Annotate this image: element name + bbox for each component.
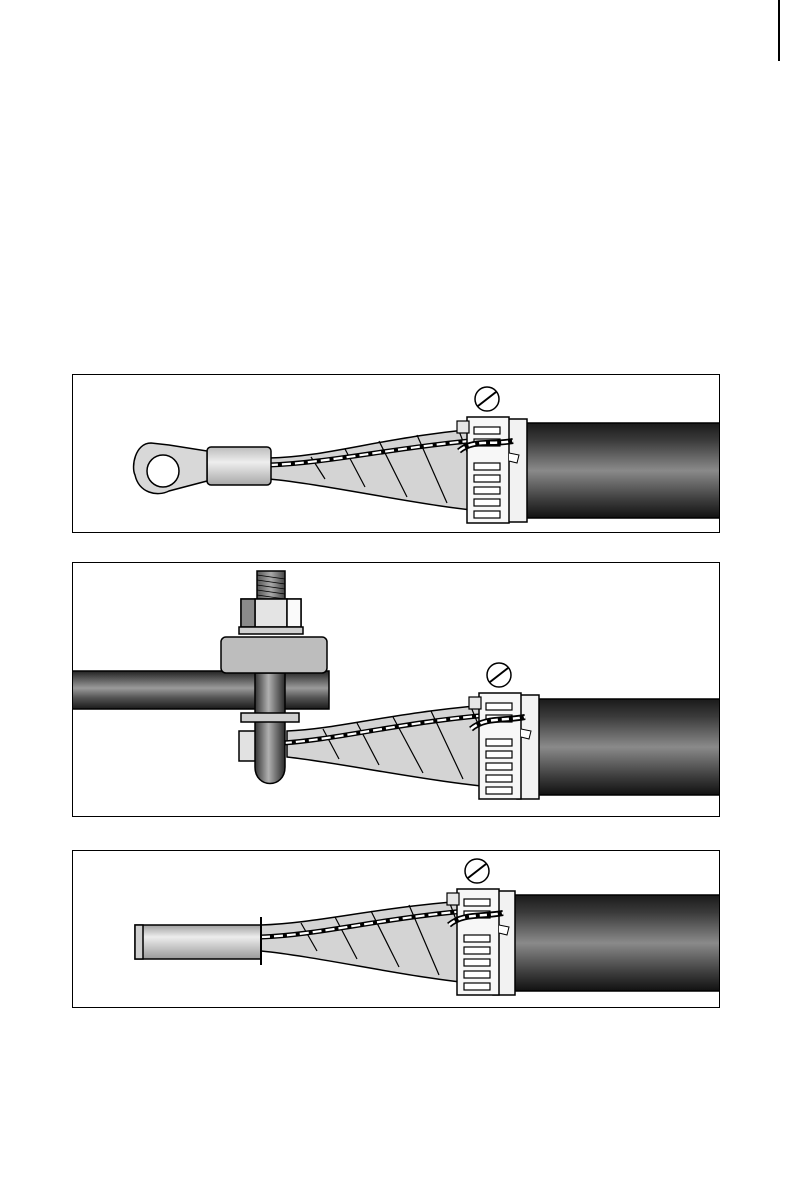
page-edge-mark xyxy=(778,0,780,61)
clamp-block xyxy=(221,637,327,673)
lug-barrel xyxy=(207,447,271,485)
bolt-stud xyxy=(255,673,285,784)
figure-ring-lug-termination xyxy=(72,374,720,533)
lug-hole xyxy=(147,455,179,487)
cable-jacket xyxy=(537,699,720,795)
figure-bolted-busbar-termination xyxy=(72,562,720,817)
lower-washer xyxy=(241,713,299,722)
cable-jacket xyxy=(513,895,720,991)
pin-connector-icon xyxy=(135,925,261,959)
figure-pin-connector-termination xyxy=(72,850,720,1008)
upper-washer xyxy=(239,627,303,634)
busbar xyxy=(73,671,329,709)
cable-jacket xyxy=(525,423,720,518)
